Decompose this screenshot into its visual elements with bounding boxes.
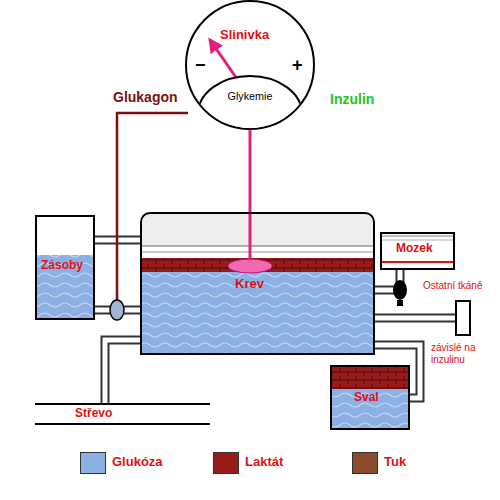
hormone-label: Glukagon	[113, 90, 178, 105]
legend-label: Laktát	[245, 455, 283, 469]
node-label: Zásoby	[41, 259, 83, 273]
node-label: Glykemie	[197, 90, 303, 102]
signal-line	[250, 130, 251, 212]
legend-swatch	[352, 452, 378, 474]
pipe-bore	[105, 340, 140, 403]
legend-swatch	[213, 452, 239, 474]
legend-swatch	[80, 452, 106, 474]
legend-label: Glukóza	[112, 455, 163, 469]
blood-tank-contents	[142, 214, 373, 353]
storage-glucose	[37, 255, 93, 318]
sensor-rod	[249, 212, 252, 262]
node-label: Slinivka	[220, 28, 269, 43]
intestine-pipe: Střevo	[35, 403, 210, 425]
brain-tank-contents	[382, 236, 453, 262]
node-label: Mozek	[396, 242, 433, 256]
glycemia-dome: Glykemie	[197, 74, 303, 130]
brain-valve	[393, 280, 407, 306]
brain-tank: Mozek	[380, 232, 455, 270]
pipe-wall	[375, 314, 455, 323]
glucagon-signal-line	[117, 113, 188, 300]
storage-valve	[110, 300, 124, 320]
hormone-label: Inzulin	[330, 92, 374, 107]
pipe-wall	[105, 340, 140, 403]
pipe-bore	[375, 316, 455, 321]
pipe-connector	[375, 318, 455, 319]
gauge-sign: +	[292, 56, 303, 76]
muscle-tank: Sval	[330, 365, 410, 430]
tissue-box: Ostatní tkánězávislé na inzulinu	[455, 300, 471, 336]
node-label: Sval	[354, 391, 379, 405]
node-sublabel: závislé na inzulinu	[431, 342, 493, 365]
legend-label: Tuk	[384, 455, 406, 469]
gauge-sign: −	[195, 56, 206, 76]
pipe-connector	[105, 340, 140, 403]
sensor-probe	[228, 259, 272, 273]
storage-tank: Zásoby	[35, 215, 95, 320]
signal-stroke	[249, 130, 252, 212]
node-label: Střevo	[75, 407, 112, 421]
node-label: Krev	[235, 277, 264, 292]
node-label: Ostatní tkáně	[423, 280, 482, 292]
muscle-tank-contents	[332, 367, 408, 428]
blood-tank: Krev	[140, 212, 375, 355]
dome-shape	[198, 76, 302, 130]
